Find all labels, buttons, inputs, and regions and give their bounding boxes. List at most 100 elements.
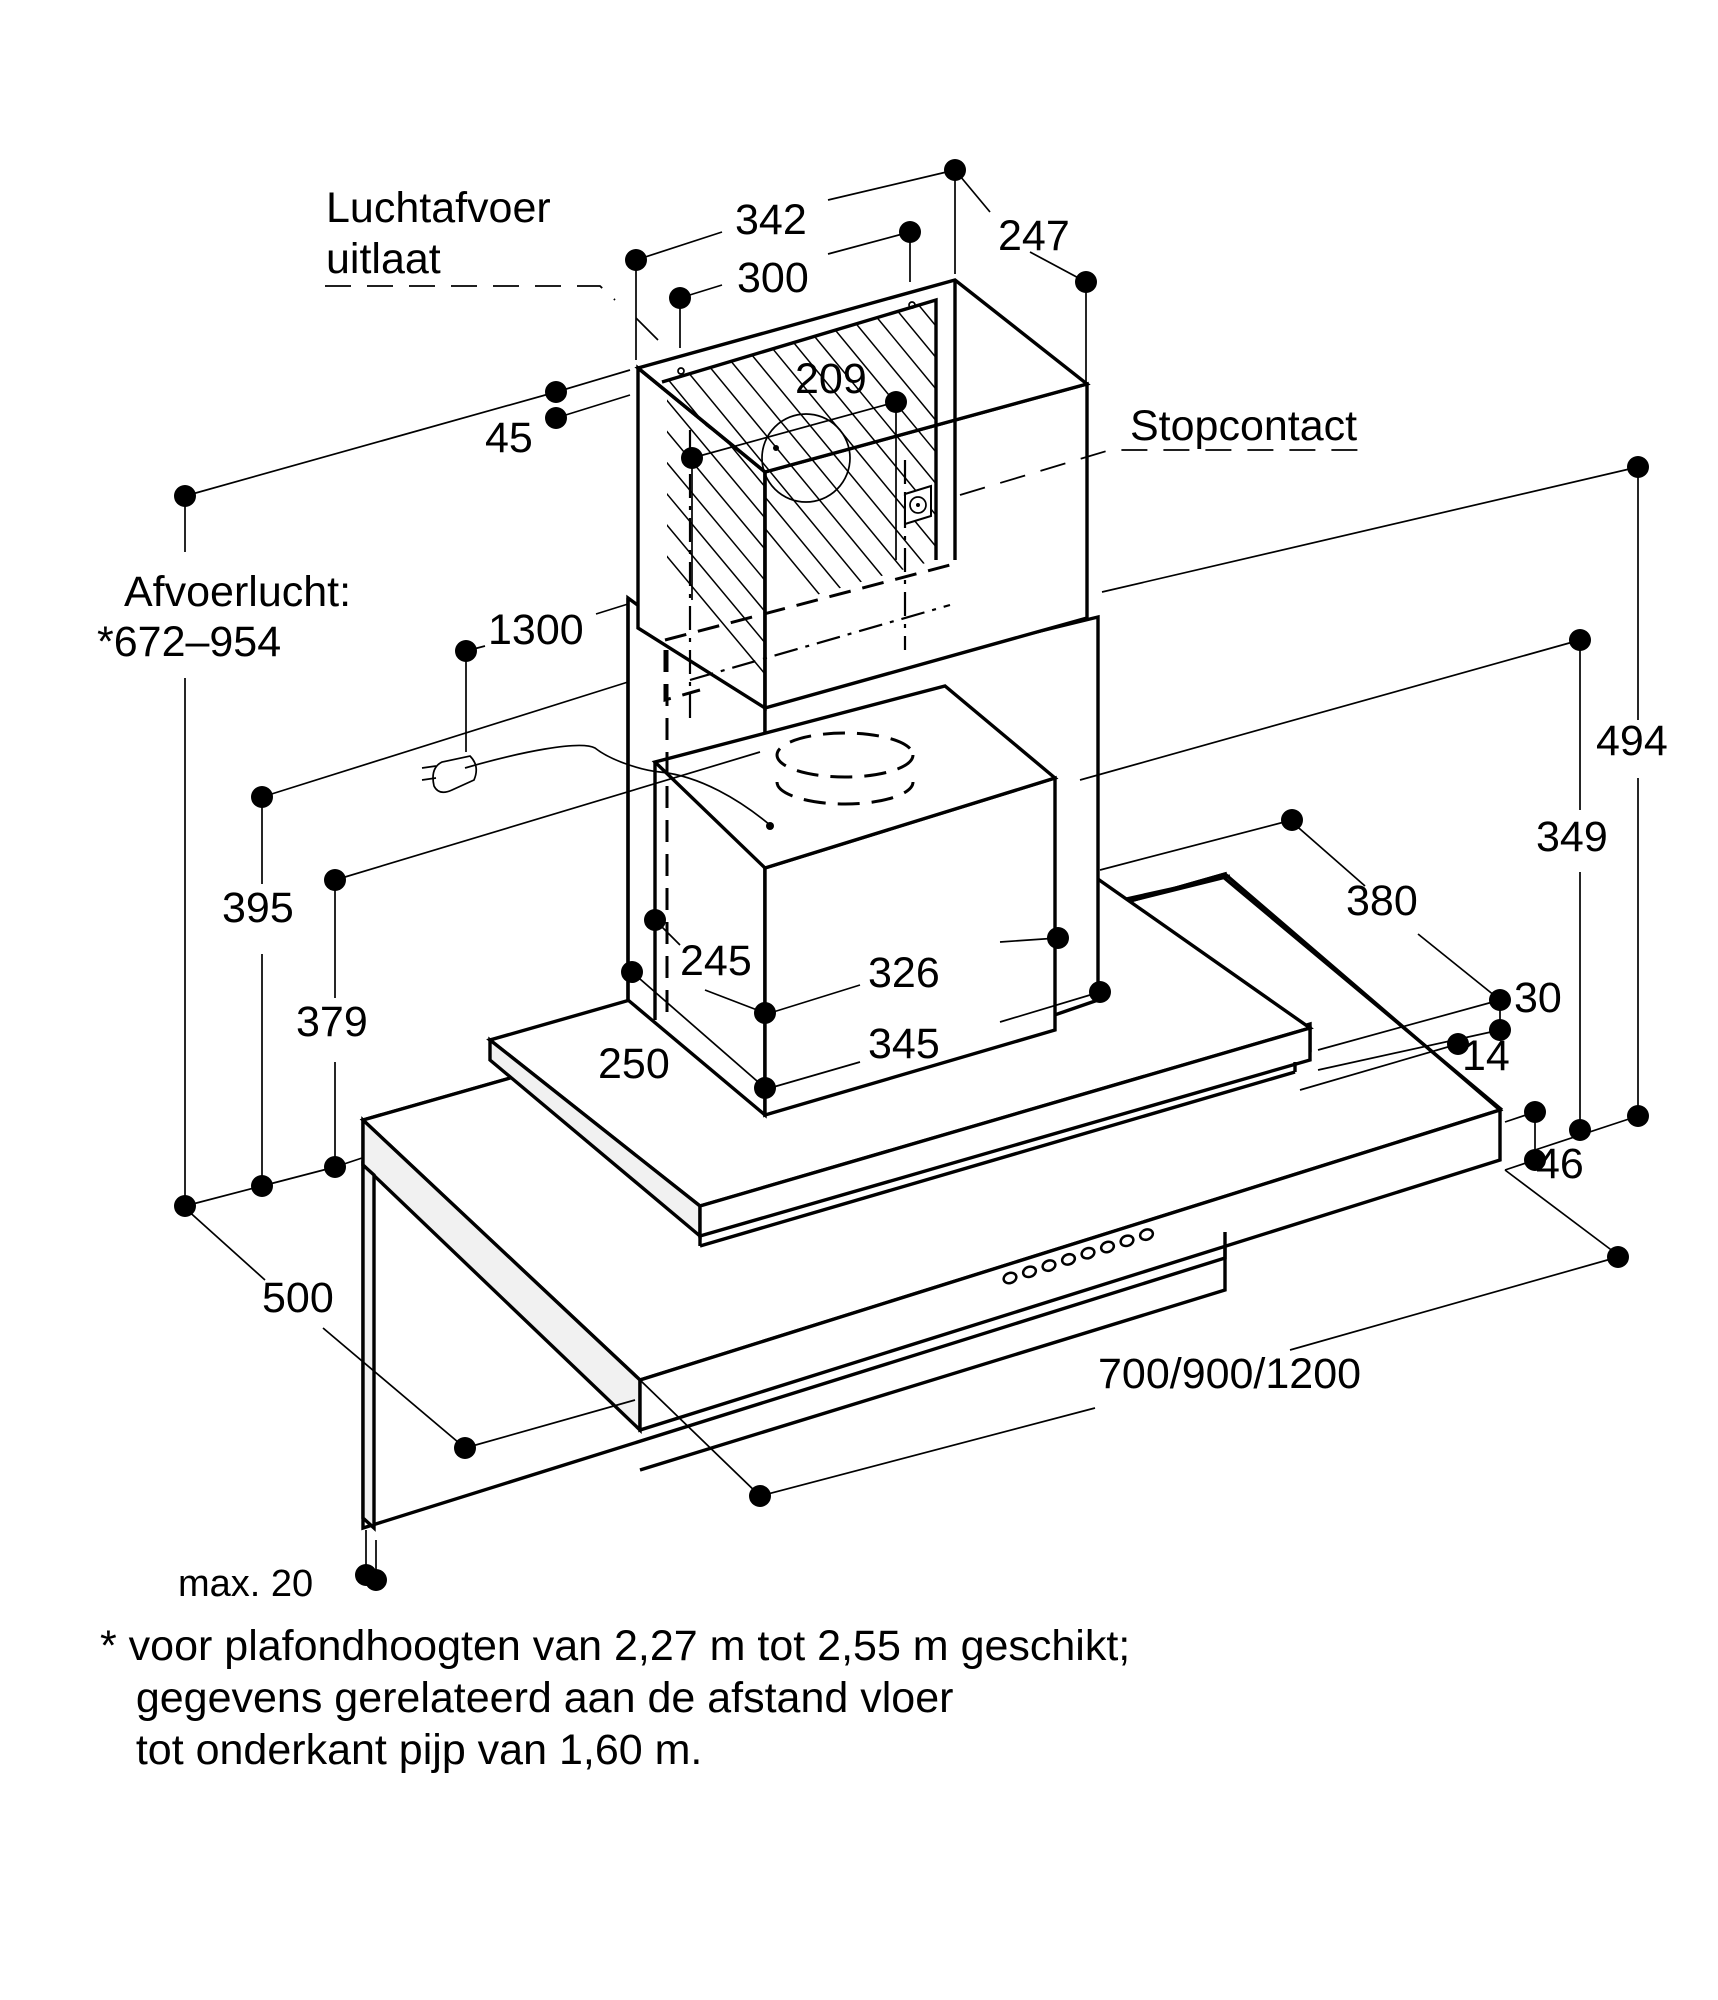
footnote-line-1: * voor plafondhoogten van 2,27 m tot 2,5… <box>100 1622 1131 1670</box>
duct-opening <box>761 413 851 503</box>
duct-center <box>773 445 779 451</box>
control-button-icon <box>1119 1234 1135 1248</box>
hatch-line <box>1080 280 1410 680</box>
dimension-dot <box>174 485 196 507</box>
screw-hole-right <box>908 301 916 309</box>
dimension-dot <box>1281 809 1303 831</box>
glass-lip-line <box>699 1070 1296 1248</box>
dim-209: 209 <box>795 355 867 403</box>
dim-45: 45 <box>485 414 533 462</box>
dimension-dot <box>251 786 273 808</box>
dimension-dots <box>174 159 1649 1591</box>
control-button-icon <box>1021 1265 1038 1279</box>
dimension-dot <box>681 447 703 469</box>
label-socket: Stopcontact <box>1130 402 1357 450</box>
air-outlet-ellipse-top <box>775 731 915 779</box>
power-cable <box>464 744 771 826</box>
dimension-dot <box>324 1156 346 1178</box>
lower-chimney <box>421 594 1100 1119</box>
dim-395: 395 <box>222 884 294 932</box>
dim-250: 250 <box>598 1040 670 1088</box>
dimension-dot <box>621 961 643 983</box>
label-exhaust-air-1: Afvoerlucht: <box>124 568 351 616</box>
dimension-dot <box>1047 927 1069 949</box>
footnote-line-2: gegevens gerelateerd aan de afstand vloe… <box>100 1674 954 1722</box>
dimension-dot <box>749 1485 771 1507</box>
dimension-dot <box>1075 271 1097 293</box>
control-button-icon <box>1041 1259 1057 1273</box>
footnote: * voor plafondhoogten van 2,27 m tot 2,5… <box>100 1620 1130 1776</box>
dimension-dot <box>251 1175 273 1197</box>
dimension-dot <box>754 1077 776 1099</box>
rear-frame <box>661 297 938 560</box>
hatch-line <box>667 392 765 680</box>
dimension-dot <box>754 1002 776 1024</box>
dim-500: 500 <box>262 1274 334 1322</box>
dimension-dot <box>644 909 666 931</box>
dimension-dot <box>1089 981 1111 1003</box>
dimension-dot <box>944 159 966 181</box>
bracket <box>639 1232 1227 1472</box>
dimension-dot <box>174 1195 196 1217</box>
dimension-dot <box>455 640 477 662</box>
dim-46: 46 <box>1536 1140 1584 1188</box>
dimension-dot <box>1524 1101 1546 1123</box>
dimension-dot <box>885 391 907 413</box>
dimension-dot <box>365 1569 387 1591</box>
label-exhaust-air-2: *672–954 <box>97 618 281 666</box>
dim-494: 494 <box>1596 717 1668 765</box>
hood-front-face <box>638 1107 1502 1433</box>
dimension-dot <box>1569 629 1591 651</box>
hatch-line <box>767 300 936 610</box>
dimension-dot <box>1627 456 1649 478</box>
dim-30: 30 <box>1514 974 1562 1022</box>
footnote-line-3: tot onderkant pijp van 1,60 m. <box>100 1726 703 1774</box>
label-air-outlet-1: Luchtafvoer <box>326 184 551 232</box>
dim-326: 326 <box>868 949 940 997</box>
dim-379: 379 <box>296 998 368 1046</box>
control-button-icon <box>1060 1252 1077 1266</box>
dimension-dot <box>545 381 567 403</box>
dim-247: 247 <box>998 212 1070 260</box>
hatch-line <box>667 392 765 680</box>
dim-245: 245 <box>680 937 752 985</box>
hatch-line <box>667 392 765 680</box>
hatch-line <box>667 392 765 680</box>
control-button-icon <box>1099 1240 1116 1254</box>
glass-right-diagonal <box>1220 874 1504 1112</box>
dimension-dot <box>324 869 346 891</box>
dimension-dot <box>669 287 691 309</box>
screw-hole-left <box>677 367 685 375</box>
wall-panel-edge <box>361 1161 376 1532</box>
dimension-dot <box>899 221 921 243</box>
motor-block-top <box>651 684 1059 870</box>
dimension-dot <box>1489 1019 1511 1041</box>
control-buttons <box>1002 1228 1155 1285</box>
bracket-centerline <box>689 603 951 682</box>
dim-349: 349 <box>1536 813 1608 861</box>
hatch-line <box>793 300 936 610</box>
dimension-dot <box>625 249 647 271</box>
hatch-line <box>741 300 936 610</box>
control-button-icon <box>1002 1271 1018 1285</box>
bracket-dashed-left <box>663 650 701 702</box>
dimension-dot <box>1524 1149 1546 1171</box>
control-button-icon <box>1080 1246 1096 1260</box>
dim-380: 380 <box>1346 877 1418 925</box>
control-button-icon <box>1138 1228 1155 1242</box>
dimension-dot <box>1447 1033 1469 1055</box>
dimension-dot <box>1489 989 1511 1011</box>
chimney-top-diagonal <box>636 366 767 474</box>
air-outlet-ellipse-bottom <box>775 781 915 806</box>
glass-panel-front <box>698 1025 1312 1239</box>
dimension-dot <box>1627 1105 1649 1127</box>
hatch-line <box>667 392 765 680</box>
dimension-dot <box>1569 1119 1591 1141</box>
dim-14: 14 <box>1462 1032 1510 1080</box>
dim-1300: 1300 <box>488 606 584 654</box>
upper-chimney <box>634 278 1410 720</box>
dimension-dot <box>1607 1246 1629 1268</box>
hatch-line <box>819 300 936 610</box>
hatch-line <box>845 300 936 610</box>
